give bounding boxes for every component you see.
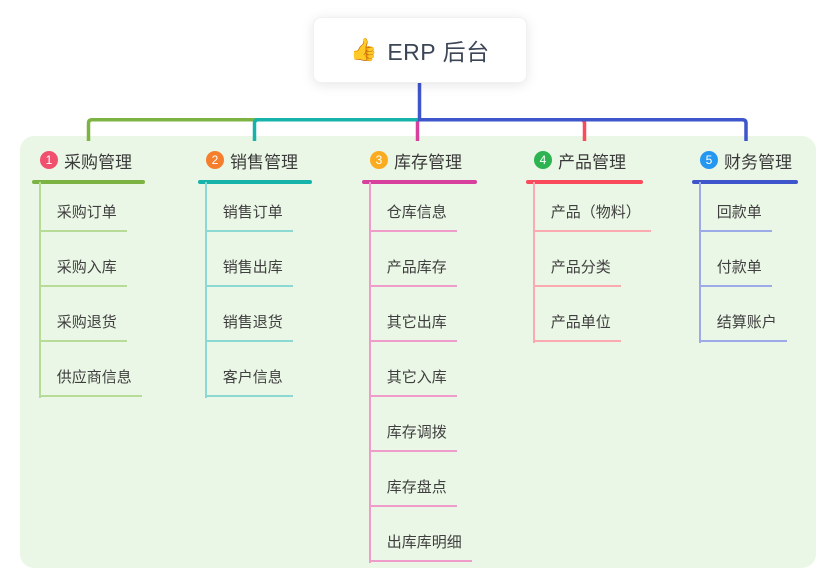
child-node: 采购入库 [38,258,127,287]
child-node: 回款单 [698,203,772,232]
child-node: 采购退货 [38,313,127,342]
branch-underline [198,180,312,184]
child-node: 销售出库 [204,258,293,287]
child-node: 库存调拨 [368,423,457,452]
child-node: 出库库明细 [368,533,472,562]
child-node: 其它入库 [368,368,457,397]
branch-number-badge: 3 [370,151,388,169]
branch-header: 1 采购管理 [40,150,132,172]
child-node: 销售退货 [204,313,293,342]
branch-stem [204,182,208,398]
branch-number-badge: 4 [534,151,552,169]
child-node: 库存盘点 [368,478,457,507]
connector-branch-4 [419,118,587,141]
branch-stem [368,182,372,563]
thumbs-up-icon: 👍 [350,37,379,62]
branch-header: 5 财务管理 [700,150,792,172]
connector-root-and-branch-5 [417,81,748,141]
branch-underline [362,180,477,184]
child-node: 其它出库 [368,313,457,342]
root-node: 👍 ERP 后台 [313,17,527,83]
branch-stem [698,182,702,343]
branch-header: 3 库存管理 [370,150,462,172]
branch-header: 2 销售管理 [206,150,298,172]
branch-number-badge: 5 [700,151,718,169]
branch-stem [38,182,42,398]
connector-branch-1 [86,118,420,141]
branch-underline [692,180,798,184]
branch-number-badge: 2 [206,151,224,169]
child-node: 产品分类 [532,258,621,287]
child-node: 供应商信息 [38,368,142,397]
child-node: 付款单 [698,258,772,287]
connector-branch-2 [252,118,420,141]
child-node: 结算账户 [698,313,787,342]
child-node: 客户信息 [204,368,293,397]
branch-underline [526,180,643,184]
root-node-label: ERP 后台 [387,39,490,65]
canvas-panel [20,136,816,568]
child-node: 采购订单 [38,203,127,232]
branch-stem [532,182,536,343]
child-node: 仓库信息 [368,203,457,232]
branch-label: 销售管理 [230,152,298,172]
child-node: 销售订单 [204,203,293,232]
branch-underline [32,180,145,184]
branch-label: 库存管理 [394,152,462,172]
branch-label: 产品管理 [558,152,626,172]
branch-label: 采购管理 [64,152,132,172]
branch-label: 财务管理 [724,152,792,172]
child-node: 产品（物料） [532,203,651,232]
branch-number-badge: 1 [40,151,58,169]
child-node: 产品库存 [368,258,457,287]
branch-header: 4 产品管理 [534,150,626,172]
child-node: 产品单位 [532,313,621,342]
